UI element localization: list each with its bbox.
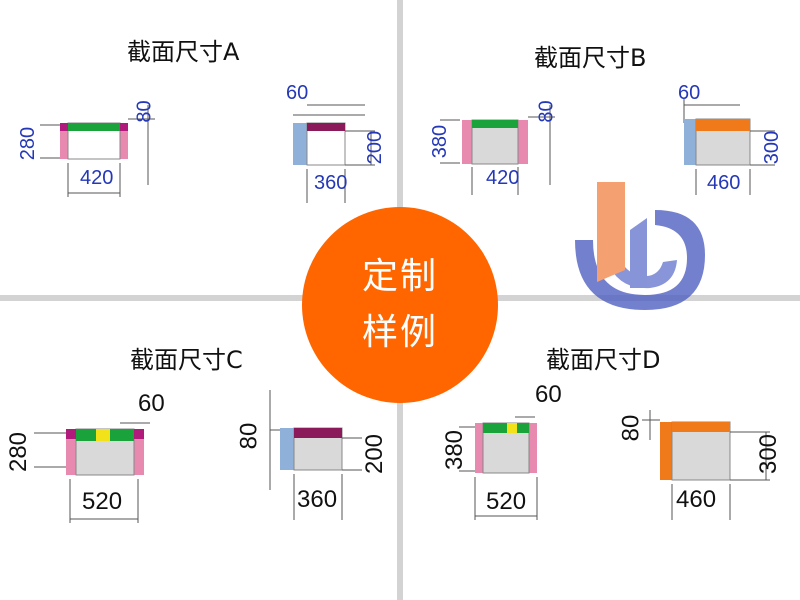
quadrant-d-left-section xyxy=(459,416,538,520)
quadrant-d-left-width: 520 xyxy=(486,488,527,515)
quadrant-a-right-height: 200 xyxy=(364,130,387,165)
quadrant-d-right-top: 80 xyxy=(617,414,645,442)
quadrant-a-left-top: 80 xyxy=(133,100,156,123)
quadrant-a-right-side: 60 xyxy=(286,82,309,104)
quadrant-b-left-height: 380 xyxy=(429,124,452,159)
quadrant-d-right-height: 300 xyxy=(755,433,783,475)
custom-sample-badge: 定制 样例 xyxy=(302,207,498,403)
quadrant-a-right-section xyxy=(293,104,375,203)
quadrant-b-left-section xyxy=(440,105,555,195)
quadrant-a-left-height: 280 xyxy=(17,126,40,161)
quadrant-c-left-side: 60 xyxy=(138,390,165,417)
quadrant-c-left-width: 520 xyxy=(82,488,123,515)
quadrant-c-right-section xyxy=(269,390,362,520)
quadrant-d-title: 截面尺寸D xyxy=(546,346,661,374)
company-logo-icon xyxy=(575,182,705,310)
quadrant-a-title: 截面尺寸A xyxy=(127,38,240,66)
quadrant-b-right-width: 460 xyxy=(707,172,741,194)
quadrant-b-right-side: 60 xyxy=(678,82,701,104)
quadrant-d-left-height: 380 xyxy=(441,429,469,471)
quadrant-b-right-section xyxy=(683,99,775,195)
quadrant-c-title: 截面尺寸C xyxy=(130,346,243,374)
quadrant-c-right-height: 200 xyxy=(361,433,389,475)
quadrant-a-left-width: 420 xyxy=(80,167,114,189)
quadrant-c-right-top: 80 xyxy=(235,422,263,450)
quadrant-c-right-width: 360 xyxy=(297,486,338,513)
quadrant-d-right-width: 460 xyxy=(676,486,717,513)
badge-line-1: 定制 xyxy=(361,256,438,297)
quadrant-d-right-section xyxy=(642,410,770,520)
quadrant-a-right-width: 360 xyxy=(314,172,348,194)
quadrant-b-right-height: 300 xyxy=(761,130,784,165)
badge-line-2: 样例 xyxy=(361,312,438,353)
quadrant-b-title: 截面尺寸B xyxy=(534,44,647,72)
quadrant-b-left-top: 80 xyxy=(535,100,558,123)
quadrant-c-left-height: 280 xyxy=(5,431,33,473)
quadrant-a-left-section xyxy=(40,105,155,197)
quadrant-d-left-side: 60 xyxy=(535,381,562,408)
quadrant-b-left-width: 420 xyxy=(486,167,520,189)
quadrant-c-left-section xyxy=(34,422,150,523)
